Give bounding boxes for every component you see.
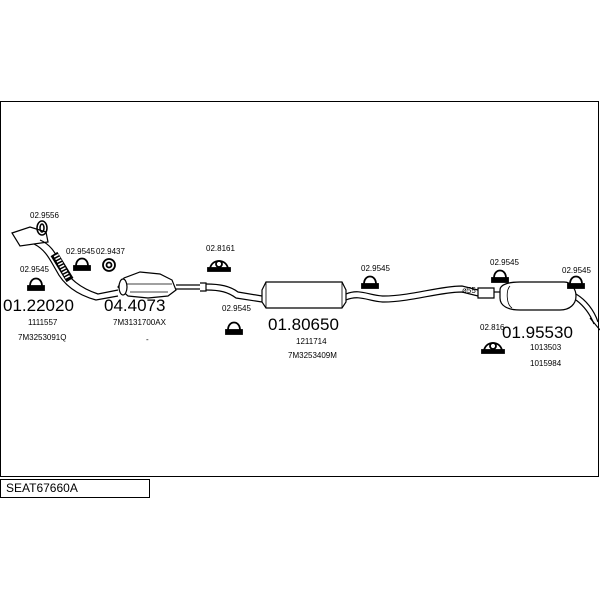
diagram-code-box: SEAT67660A [0,479,150,498]
clamp-label: 02.9545 [20,265,49,274]
part-number: 04.4073 [104,296,165,315]
part-ref: 1013503 [530,343,562,352]
clamp-label: 02.9545 [490,258,519,267]
clamp-label: 02.9545 [361,264,390,273]
gasket-icon [36,220,48,236]
part-oe: 7M3131700AX [113,318,167,327]
clamp-label: 02.9556 [30,211,59,220]
part-extra: - [146,335,149,344]
clamp-icon [567,275,585,289]
clamp-label: 02.8161 [206,244,235,253]
bracket-icon [207,260,231,272]
rear-silencer-drawing [477,281,600,331]
gasket-icon [102,258,116,272]
bracket-icon [481,342,505,354]
part-ref: 1111557 [28,318,58,327]
part-ref: 1015984 [530,359,562,368]
clamp-icon [361,275,379,289]
clamp-icon [27,277,45,291]
part-oe: 7M3253091Q [18,333,66,342]
clamp-icon [225,321,243,335]
part-oe: 7M3253409M [288,351,337,360]
clamp-label: 02.9437 [96,247,125,256]
part-number: 01.22020 [3,296,74,315]
clamp-label: 02.816 [480,323,505,332]
part-number: 01.95530 [502,323,573,342]
part-number: 01.80650 [268,315,339,334]
intermediate-pipe-drawing [200,282,263,303]
diagram-code: SEAT67660A [6,481,78,495]
clamp-label: 02.9545 [222,304,251,313]
front-pipe-drawing [11,226,119,301]
part-ref: 1211714 [296,337,327,346]
clamp-label: 02.9545 [66,247,95,256]
clamp-label: 02.9545 [562,266,591,275]
clamp-icon [491,269,509,283]
clamp-icon [73,257,91,271]
pipe-diameter-label: ø55 [462,286,476,295]
catalyst-drawing [117,271,200,299]
middle-silencer-drawing [261,281,479,309]
